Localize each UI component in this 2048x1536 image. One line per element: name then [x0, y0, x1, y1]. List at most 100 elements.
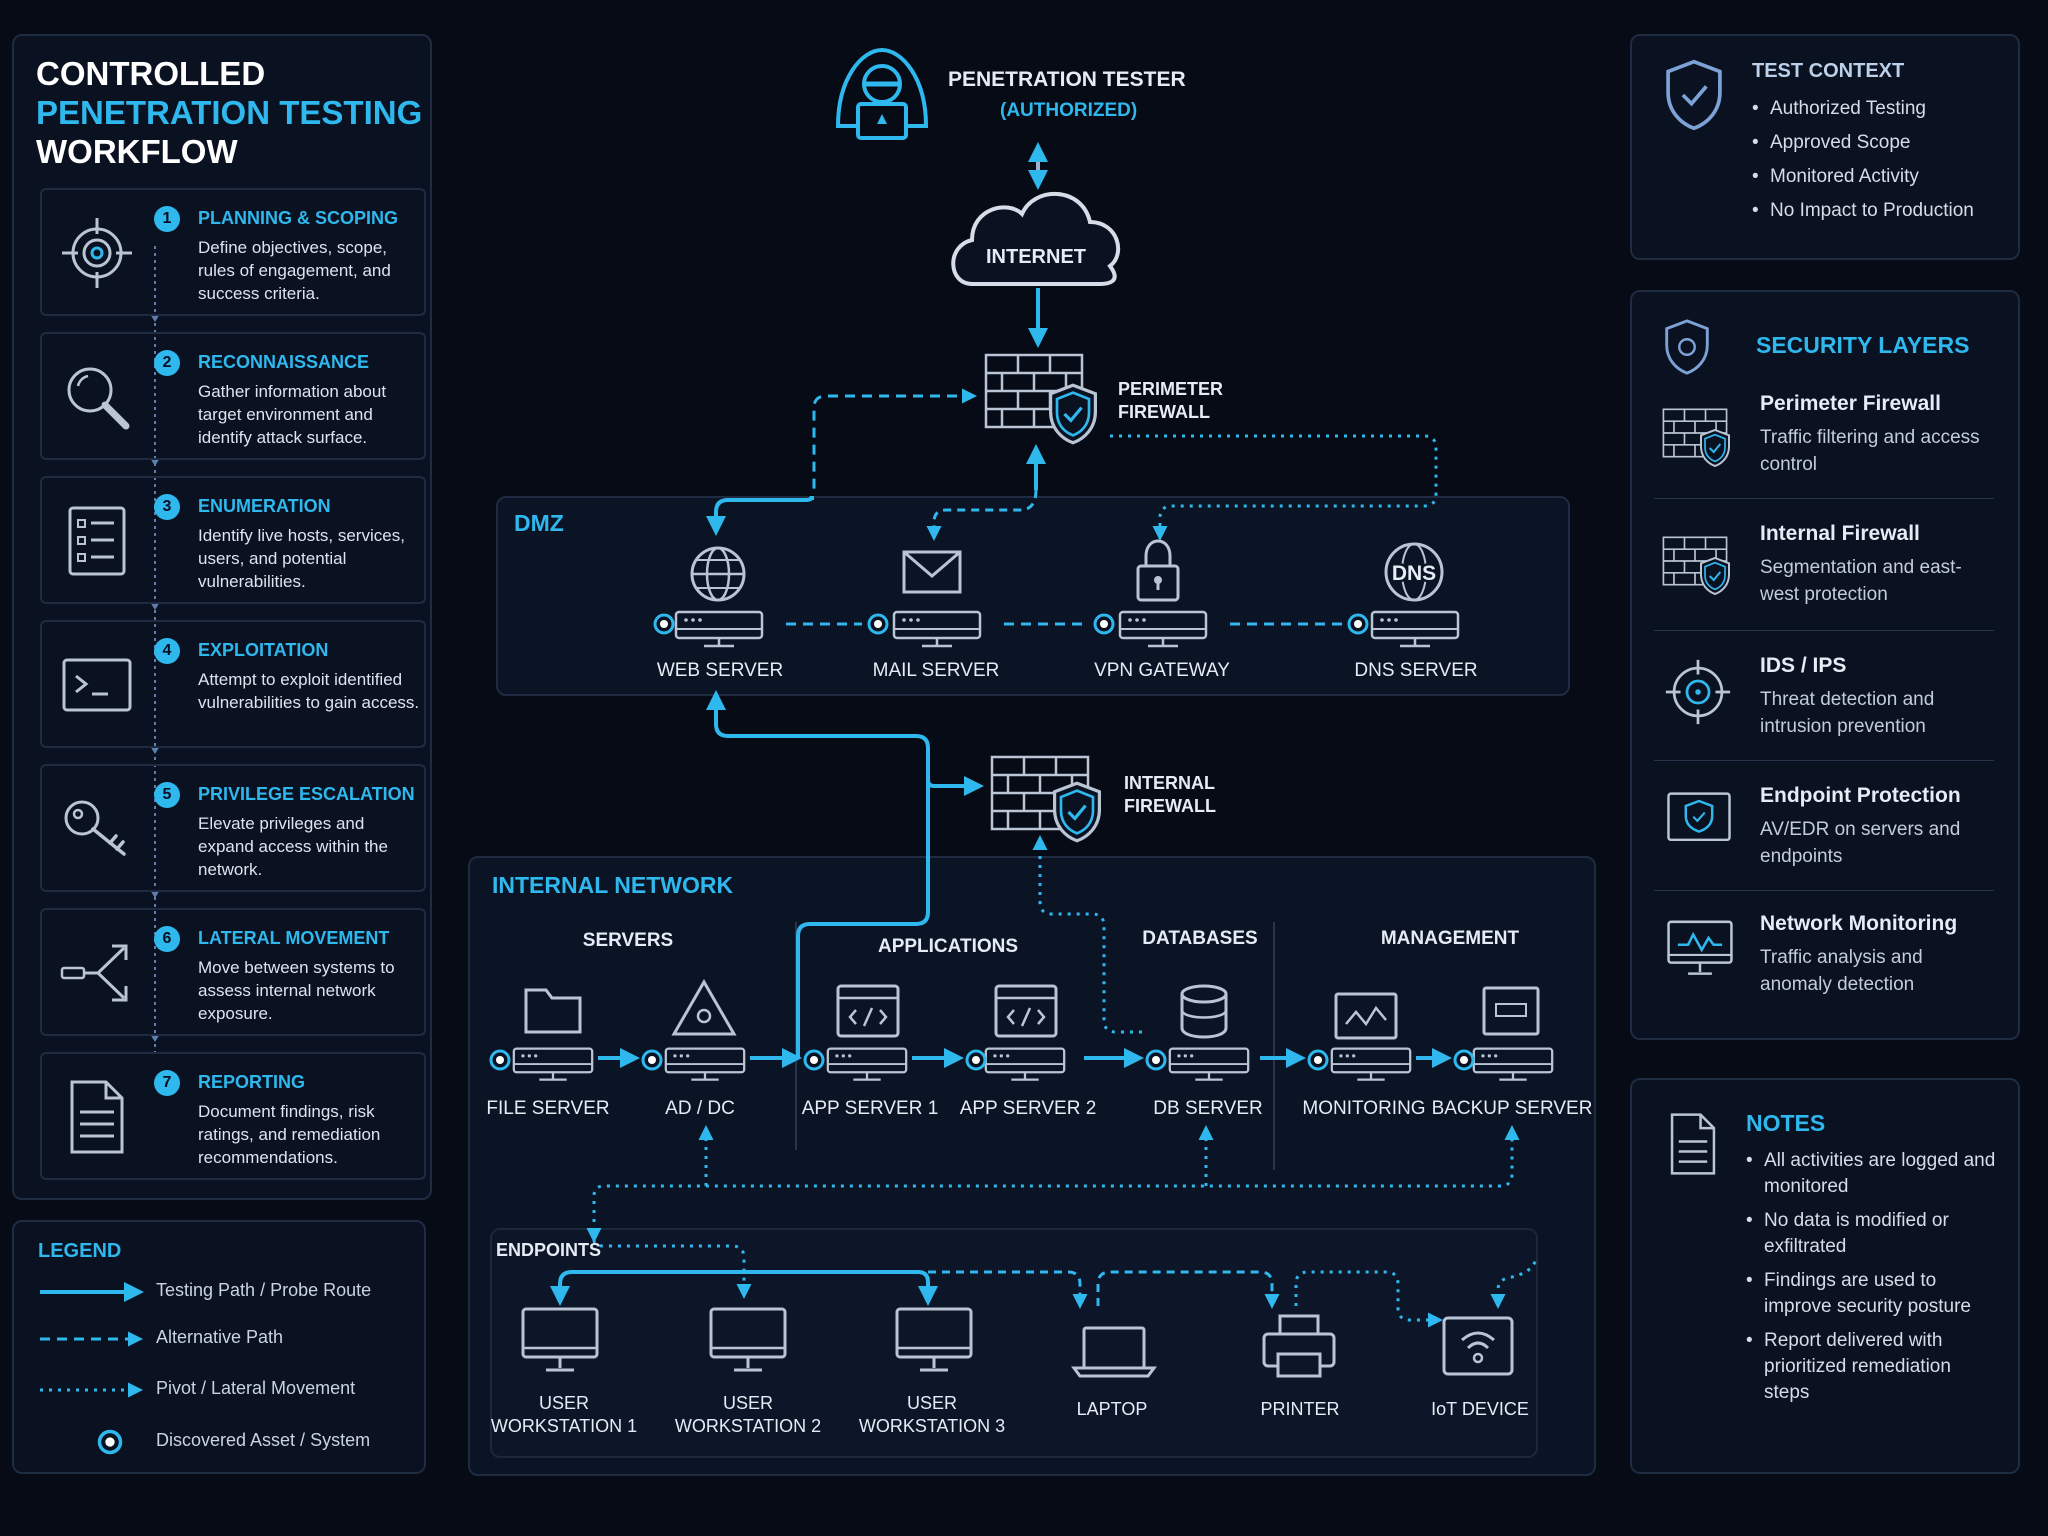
test-context-list: Authorized Testing Approved Scope Monito… [1752, 92, 1974, 228]
legend-swatches [40, 1282, 144, 1455]
step-description: Identify live hosts, services, users, an… [198, 526, 405, 591]
laptop-icon [1071, 1326, 1157, 1378]
perimeter-firewall-icon [984, 353, 1098, 445]
mail-icon [902, 550, 962, 594]
node-db-server[interactable]: DB SERVER [1153, 1098, 1263, 1119]
node-app-server-2[interactable]: APP SERVER 2 [959, 1098, 1097, 1119]
layer-title: Perimeter Firewall [1760, 392, 1941, 415]
list-item: All activities are logged and monitored [1746, 1148, 1996, 1200]
shield-icon [1665, 319, 1709, 375]
code-window-icon [836, 984, 900, 1038]
document-icon [70, 1080, 124, 1154]
layer-description: AV/EDR on servers and endpoints [1760, 819, 1961, 867]
group-databases: DATABASES [1142, 928, 1258, 949]
page-title-line3: WORKFLOW [36, 133, 238, 170]
step-reporting[interactable]: 7 REPORTING Document findings, risk rati… [40, 1052, 426, 1180]
node-app-server-1[interactable]: APP SERVER 1 [801, 1098, 939, 1119]
step-description: Document findings, risk ratings, and rem… [198, 1102, 381, 1167]
step-planning[interactable]: 1 PLANNING & SCOPING Define objectives, … [40, 188, 426, 316]
list-item: Monitored Activity [1752, 160, 1974, 194]
group-servers: SERVERS [582, 930, 674, 951]
notes-list: All activities are logged and monitored … [1746, 1148, 1996, 1414]
step-title: PLANNING & SCOPING [198, 208, 399, 228]
code-window-icon [994, 984, 1058, 1038]
list-item: Approved Scope [1752, 126, 1974, 160]
list-item: No Impact to Production [1752, 194, 1974, 228]
layer-description: Segmentation and east-west protection [1760, 557, 1962, 605]
node-file-server[interactable]: FILE SERVER [486, 1098, 610, 1119]
internal-firewall-icon [990, 755, 1102, 843]
legend-item-discovered-asset: Discovered Asset / System [156, 1430, 371, 1450]
test-context-title: TEST CONTEXT [1752, 60, 1905, 82]
list-item: Report delivered with prioritized remedi… [1746, 1328, 1996, 1406]
notes-panel: NOTES All activities are logged and moni… [1630, 1078, 2020, 1474]
layer-title: IDS / IPS [1760, 654, 1847, 677]
monitor-icon [895, 1307, 973, 1372]
step-title: REPORTING [198, 1072, 306, 1092]
legend-item-pivot: Pivot / Lateral Movement [156, 1378, 356, 1398]
cloud-icon [951, 191, 1121, 286]
step-exploitation[interactable]: 4 EXPLOITATION Attempt to exploit identi… [40, 620, 426, 748]
test-context-panel: TEST CONTEXT Authorized Testing Approved… [1630, 34, 2020, 260]
shield-monitor-icon [1667, 792, 1731, 842]
crosshair-icon [1665, 659, 1731, 725]
node-mail-server[interactable]: MAIL SERVER [872, 660, 1000, 681]
page-title-line2: PENETRATION TESTING [36, 94, 423, 131]
internet-label: INTERNET [986, 246, 1086, 268]
step-title: PRIVILEGE ESCALATION [198, 784, 415, 804]
step-enumeration[interactable]: 3 ENUMERATION Identify live hosts, servi… [40, 476, 426, 604]
step-number: 1 [154, 206, 180, 232]
endpoints-label: ENDPOINTS [496, 1240, 602, 1260]
lock-icon [1136, 539, 1180, 602]
step-title: ENUMERATION [198, 496, 331, 516]
step-description: Define objectives, scope, rules of engag… [198, 238, 391, 303]
step-privilege-escalation[interactable]: 5 PRIVILEGE ESCALATION Elevate privilege… [40, 764, 426, 892]
hacker-icon [835, 47, 929, 140]
folder-icon [524, 988, 582, 1034]
monitor-graph-icon [1667, 920, 1733, 975]
list-item: Findings are used to improve security po… [1746, 1268, 1996, 1320]
database-icon [1180, 984, 1228, 1039]
node-backup-server[interactable]: BACKUP SERVER [1431, 1098, 1593, 1119]
node-web-server[interactable]: WEB SERVER [656, 660, 784, 681]
step-title: EXPLOITATION [198, 640, 329, 660]
iot-icon [1442, 1316, 1514, 1376]
step-number: 3 [154, 494, 180, 520]
step-lateral-movement[interactable]: 6 LATERAL MOVEMENT Move between systems … [40, 908, 426, 1036]
legend-title: LEGEND [38, 1240, 122, 1262]
step-number: 2 [154, 350, 180, 376]
step-number: 6 [154, 926, 180, 952]
magnifier-icon [67, 367, 130, 430]
node-iot-device[interactable]: IoT DEVICE [1431, 1399, 1529, 1419]
step-number: 5 [154, 782, 180, 808]
workflow-panel: CONTROLLED PENETRATION TESTING WORKFLOW … [12, 34, 432, 1200]
terminal-icon [62, 658, 132, 712]
layer-description: Threat detection and intrusion preventio… [1760, 689, 1935, 737]
node-ad-dc[interactable]: AD / DC [665, 1098, 735, 1119]
node-dns-server[interactable]: DNS SERVER [1354, 660, 1478, 681]
group-applications: APPLICATIONS [877, 936, 1019, 957]
notes-title: NOTES [1746, 1110, 1826, 1136]
dns-glyph: DNS [1392, 562, 1436, 585]
node-vpn-gateway[interactable]: VPN GATEWAY [1094, 660, 1230, 681]
node-monitoring[interactable]: MONITORING [1302, 1098, 1426, 1119]
security-layers-title: SECURITY LAYERS [1756, 332, 1970, 358]
legend-item-alternative-path: Alternative Path [156, 1327, 284, 1347]
notes-document-icon [1670, 1113, 1716, 1175]
branch-arrows-icon [60, 944, 128, 1002]
layer-title: Network Monitoring [1760, 912, 1958, 935]
dmz-label: DMZ [514, 510, 564, 536]
list-item: No data is modified or exfiltrated [1746, 1208, 1996, 1260]
step-description: Attempt to exploit identified vulnerabil… [198, 670, 420, 712]
node-laptop[interactable]: LAPTOP [1076, 1399, 1148, 1419]
layer-description: Traffic filtering and access control [1760, 427, 1980, 475]
node-printer[interactable]: PRINTER [1260, 1399, 1340, 1419]
step-reconnaissance[interactable]: 2 RECONNAISSANCE Gather information abou… [40, 332, 426, 460]
shield-check-icon [1666, 59, 1722, 131]
